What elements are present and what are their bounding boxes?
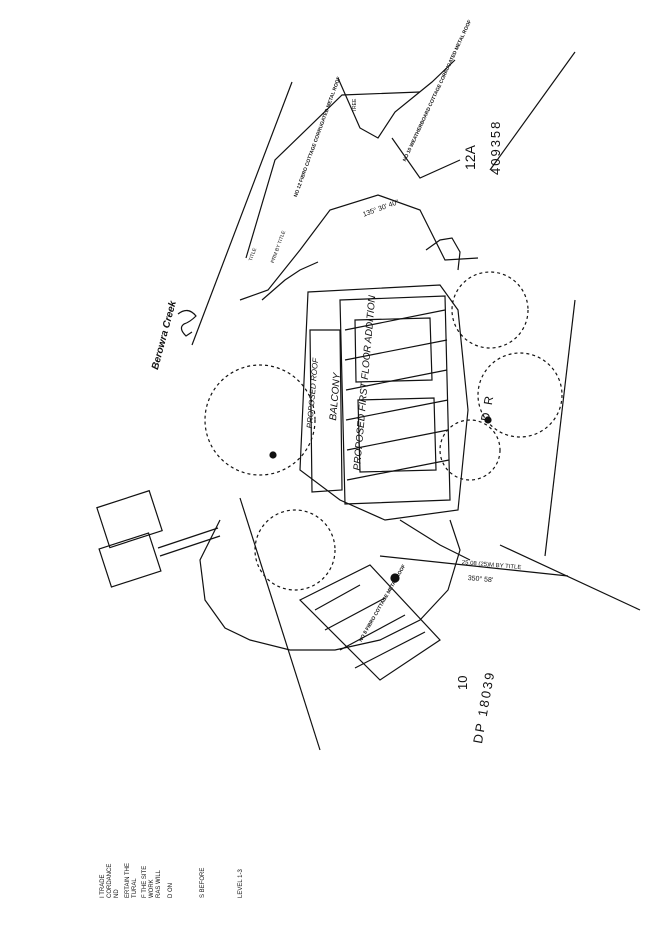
tree-canopy: [477, 352, 563, 438]
stairs: [425, 237, 461, 271]
proposed-addition: [339, 295, 451, 505]
margin-note: ERTAIN THE: [125, 862, 131, 898]
jetty: [157, 527, 219, 549]
margin-note: TURAL: [132, 878, 138, 898]
path-line: [261, 261, 319, 301]
tree-canopy-large: [199, 519, 461, 651]
hatch: [344, 309, 450, 481]
boundary-line: [544, 299, 576, 557]
cottage-lower: [298, 564, 441, 681]
boundary-line: [489, 51, 576, 171]
margin-note: LEVEL 1-3: [238, 869, 244, 898]
boundary-line: [379, 555, 569, 577]
boundary-line: [191, 81, 293, 346]
lot-10-label: 10: [455, 675, 470, 690]
margin-note: F THE SITE: [142, 865, 148, 898]
boundary-line: [499, 544, 641, 611]
boathouse: [98, 532, 162, 588]
margin-note: D ON: [168, 883, 174, 898]
tree-label: TREE: [352, 98, 358, 112]
survey-point: [269, 451, 277, 459]
verandah: [309, 329, 343, 493]
tree-canopy: [204, 364, 316, 476]
cottage-upper-roof: [391, 137, 461, 179]
margin-note: CORDANCE: [107, 863, 113, 898]
boathouse: [96, 489, 163, 549]
jetty: [159, 535, 221, 557]
path-line: [399, 519, 471, 561]
inner-room: [354, 317, 433, 383]
margin-note: I TRADE: [100, 874, 106, 898]
creek-bank: [239, 194, 479, 301]
lot-12a-label: 12A: [462, 145, 478, 170]
north-arrow: [177, 309, 197, 337]
margin-note: ND: [114, 889, 120, 898]
margin-note: RAS WILL: [156, 869, 162, 898]
tree-canopy: [451, 271, 529, 349]
boundary-line: [239, 497, 321, 751]
house-outline: [299, 284, 469, 521]
lot-boundary: [245, 91, 421, 259]
dp-upper-label: 409358: [488, 119, 503, 175]
cottage-hatch: [314, 584, 426, 669]
tree-canopy: [439, 419, 501, 481]
survey-point: [390, 573, 400, 583]
margin-note: S BEFORE: [200, 867, 206, 898]
survey-point: [484, 416, 492, 424]
tree-canopy: [254, 509, 336, 591]
margin-note: WORK: [149, 879, 155, 898]
cottage-upper: [337, 59, 456, 139]
